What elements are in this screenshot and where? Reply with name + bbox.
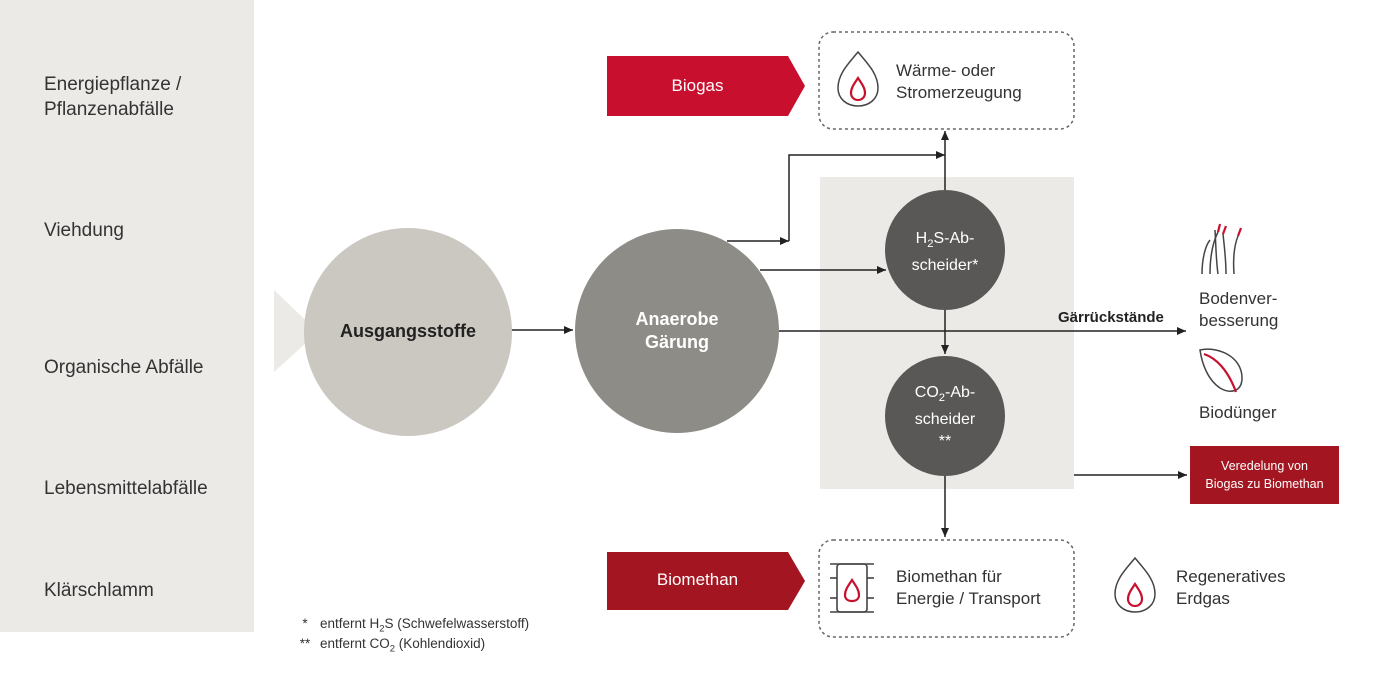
biomethan-tag <box>607 552 805 610</box>
source-item-food-waste: Lebensmittelabfälle <box>44 478 208 499</box>
footnote-h2s: *entfernt H2S (Schwefelwasserstoff) <box>302 616 530 635</box>
upgrade-box-label: Veredelung von Biogas zu Biomethan <box>1205 459 1324 491</box>
residues-label: Gärrückstände <box>1058 309 1164 326</box>
heat-power-label: Wärme- oder Stromerzeugung <box>896 61 1022 102</box>
source-item-energy-plants: Energiepflanze / Pflanzenabfälle <box>44 74 182 120</box>
source-materials-panel <box>0 0 254 632</box>
upgrade-box <box>1190 446 1339 504</box>
biogas-tag <box>607 56 805 116</box>
input-materials-label: Ausgangsstoffe <box>339 321 476 341</box>
co2-separator-circle <box>885 356 1005 476</box>
fertilizer-label: Biodünger <box>1199 403 1277 422</box>
biomethan-use-label: Biomethan für Energie / Transport <box>896 567 1041 608</box>
renewable-gas-flame-icon <box>1114 556 1156 613</box>
renewable-gas-label: Regeneratives Erdgas <box>1176 567 1286 608</box>
h2s-separator-label: H2S-Ab- scheider* <box>911 230 979 275</box>
h2s-separator-circle <box>885 190 1005 310</box>
source-item-sewage-sludge: Klärschlamm <box>44 580 154 601</box>
biomethan-use-box <box>818 539 1075 638</box>
biogas-tag-label: Biogas <box>671 76 724 95</box>
fermentation-circle <box>575 229 779 433</box>
co2-separator-label: CO2-Ab- scheider ** <box>914 384 976 451</box>
fuel-barrel-icon <box>830 563 874 613</box>
panel-pointer <box>274 290 318 372</box>
source-item-manure: Viehdung <box>44 220 124 241</box>
arrow-bypass-to-heat <box>788 151 945 241</box>
biomethan-tag-label: Biomethan <box>656 570 739 589</box>
soil-improvement-label: Bodenver- besserung <box>1199 289 1279 330</box>
source-item-organic-waste: Organische Abfälle <box>44 357 204 378</box>
input-materials-circle <box>304 228 512 436</box>
plants-icon <box>1201 223 1243 275</box>
heat-power-box <box>818 31 1075 130</box>
footnote-co2: **entfernt CO2 (Kohlendioxid) <box>299 636 486 655</box>
flame-icon <box>837 50 879 107</box>
leaf-icon <box>1199 348 1243 393</box>
fermentation-label: Anaerobe Gärung <box>635 309 719 352</box>
